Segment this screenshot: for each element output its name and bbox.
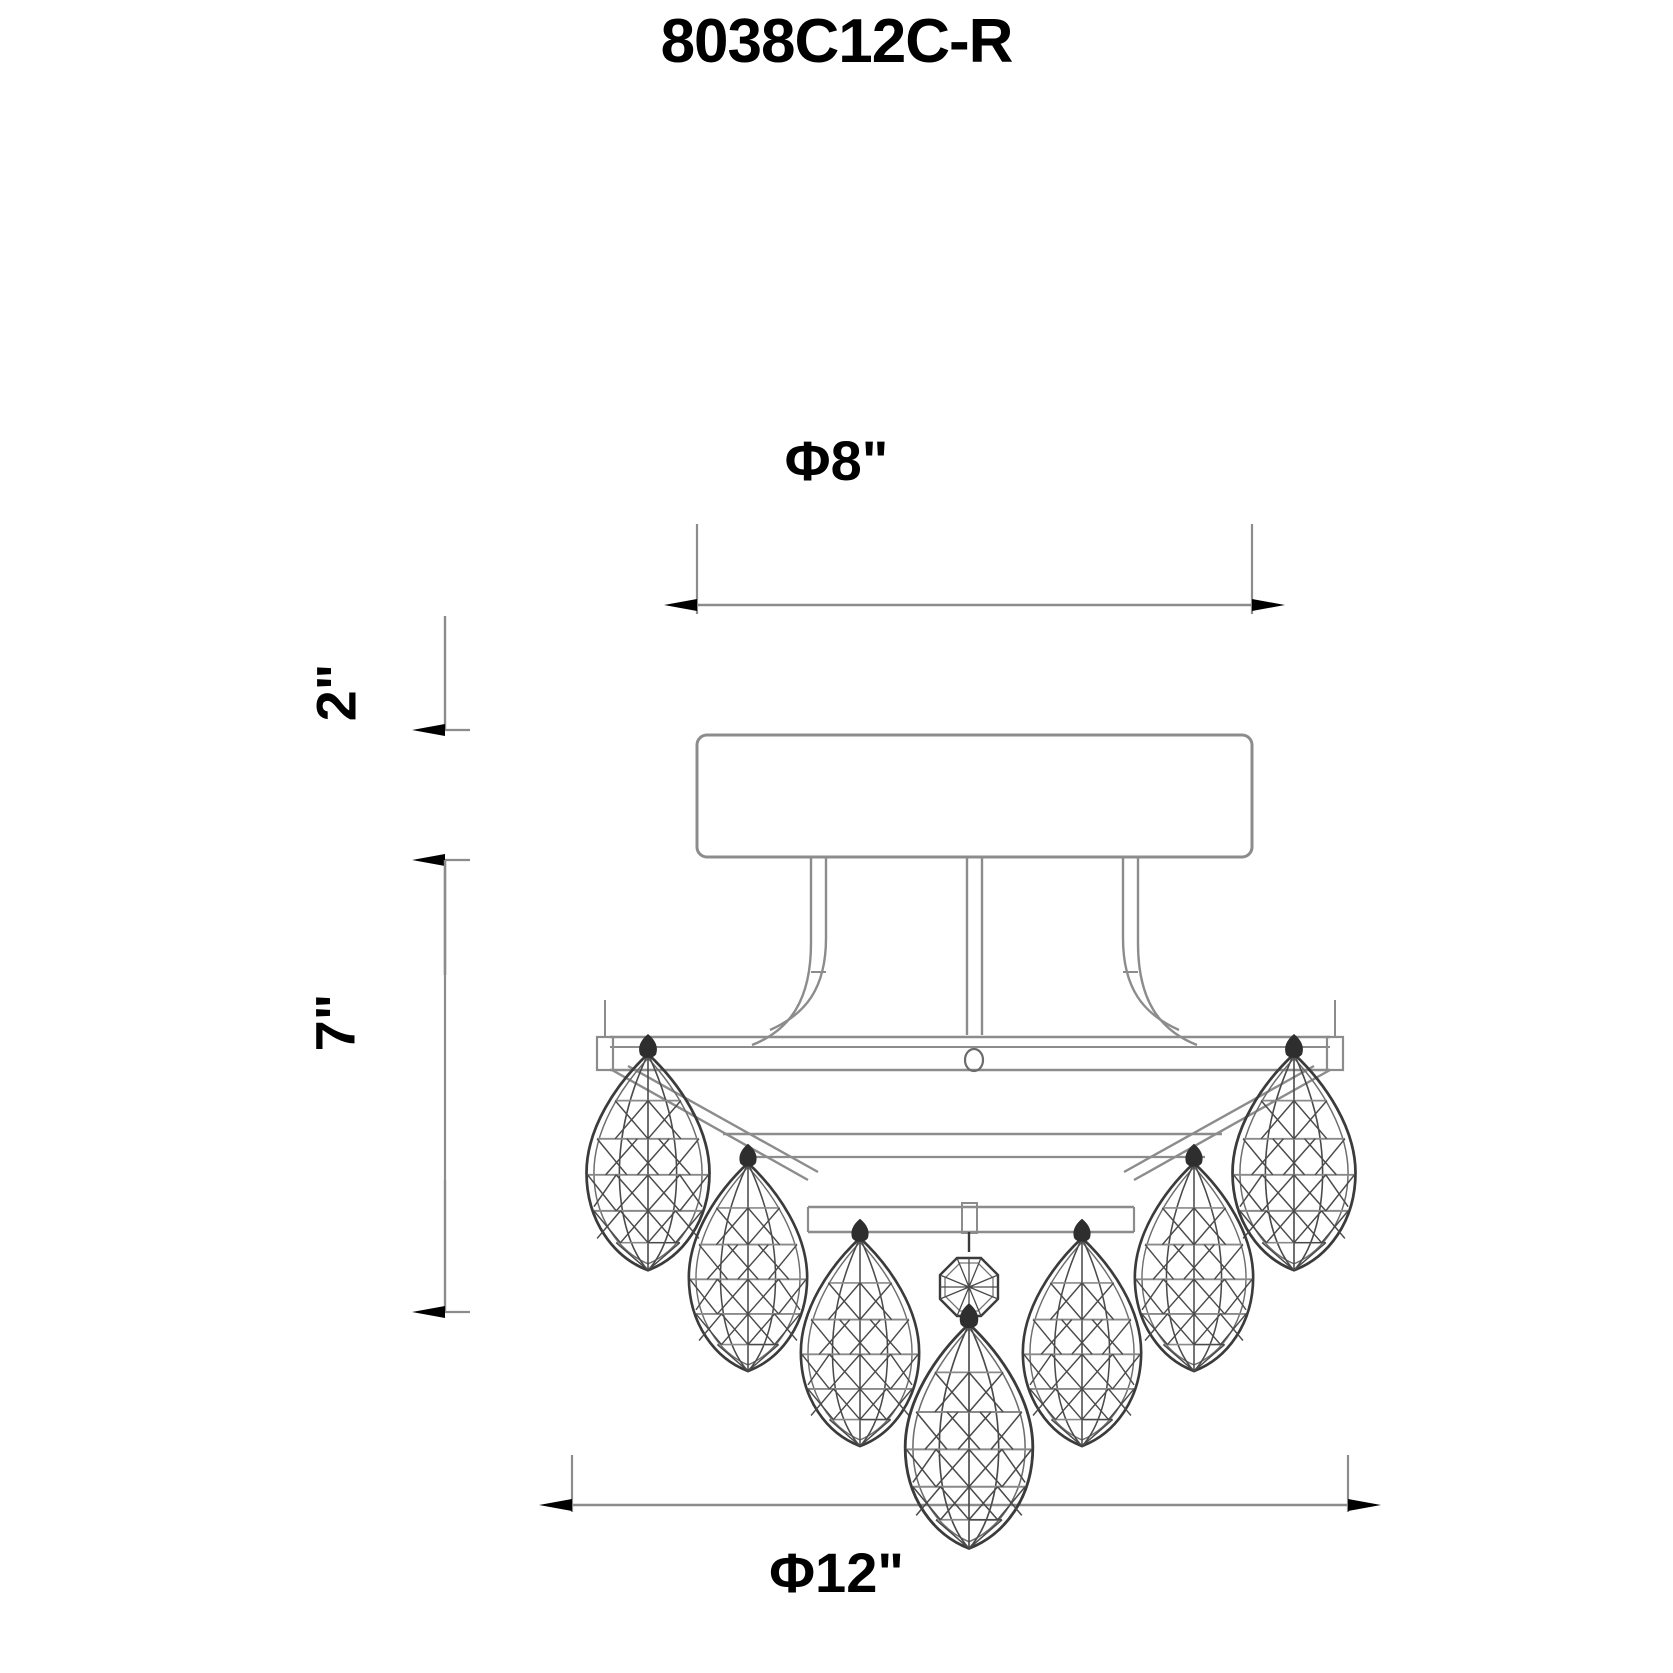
crystal-pendant: [1021, 1218, 1143, 1448]
mid-frame-bar: [723, 1132, 1222, 1159]
canopy: [695, 733, 1254, 859]
fixture-body: [585, 733, 1357, 1550]
crystal-pendant: [1133, 1143, 1255, 1373]
upper-frame-bar: [595, 1000, 1345, 1073]
dimension-height-lower: [412, 860, 470, 1318]
dimension-top-diameter: [664, 524, 1285, 614]
crystal-pendant: [799, 1218, 921, 1448]
crystal-pendants: [585, 1033, 1357, 1550]
angled-frame: [611, 1064, 1331, 1182]
dimension-label-bottom-diameter: Φ12": [769, 1541, 904, 1604]
dimension-bottom-diameter: [539, 1455, 1381, 1512]
page-title: 8038C12C-R: [660, 7, 1014, 76]
dimension-label-top-diameter: Φ8": [784, 429, 889, 492]
crystal-pendant-center: [903, 1232, 1035, 1550]
support-stems: [751, 857, 1198, 1047]
crystal-pendant: [687, 1143, 809, 1373]
